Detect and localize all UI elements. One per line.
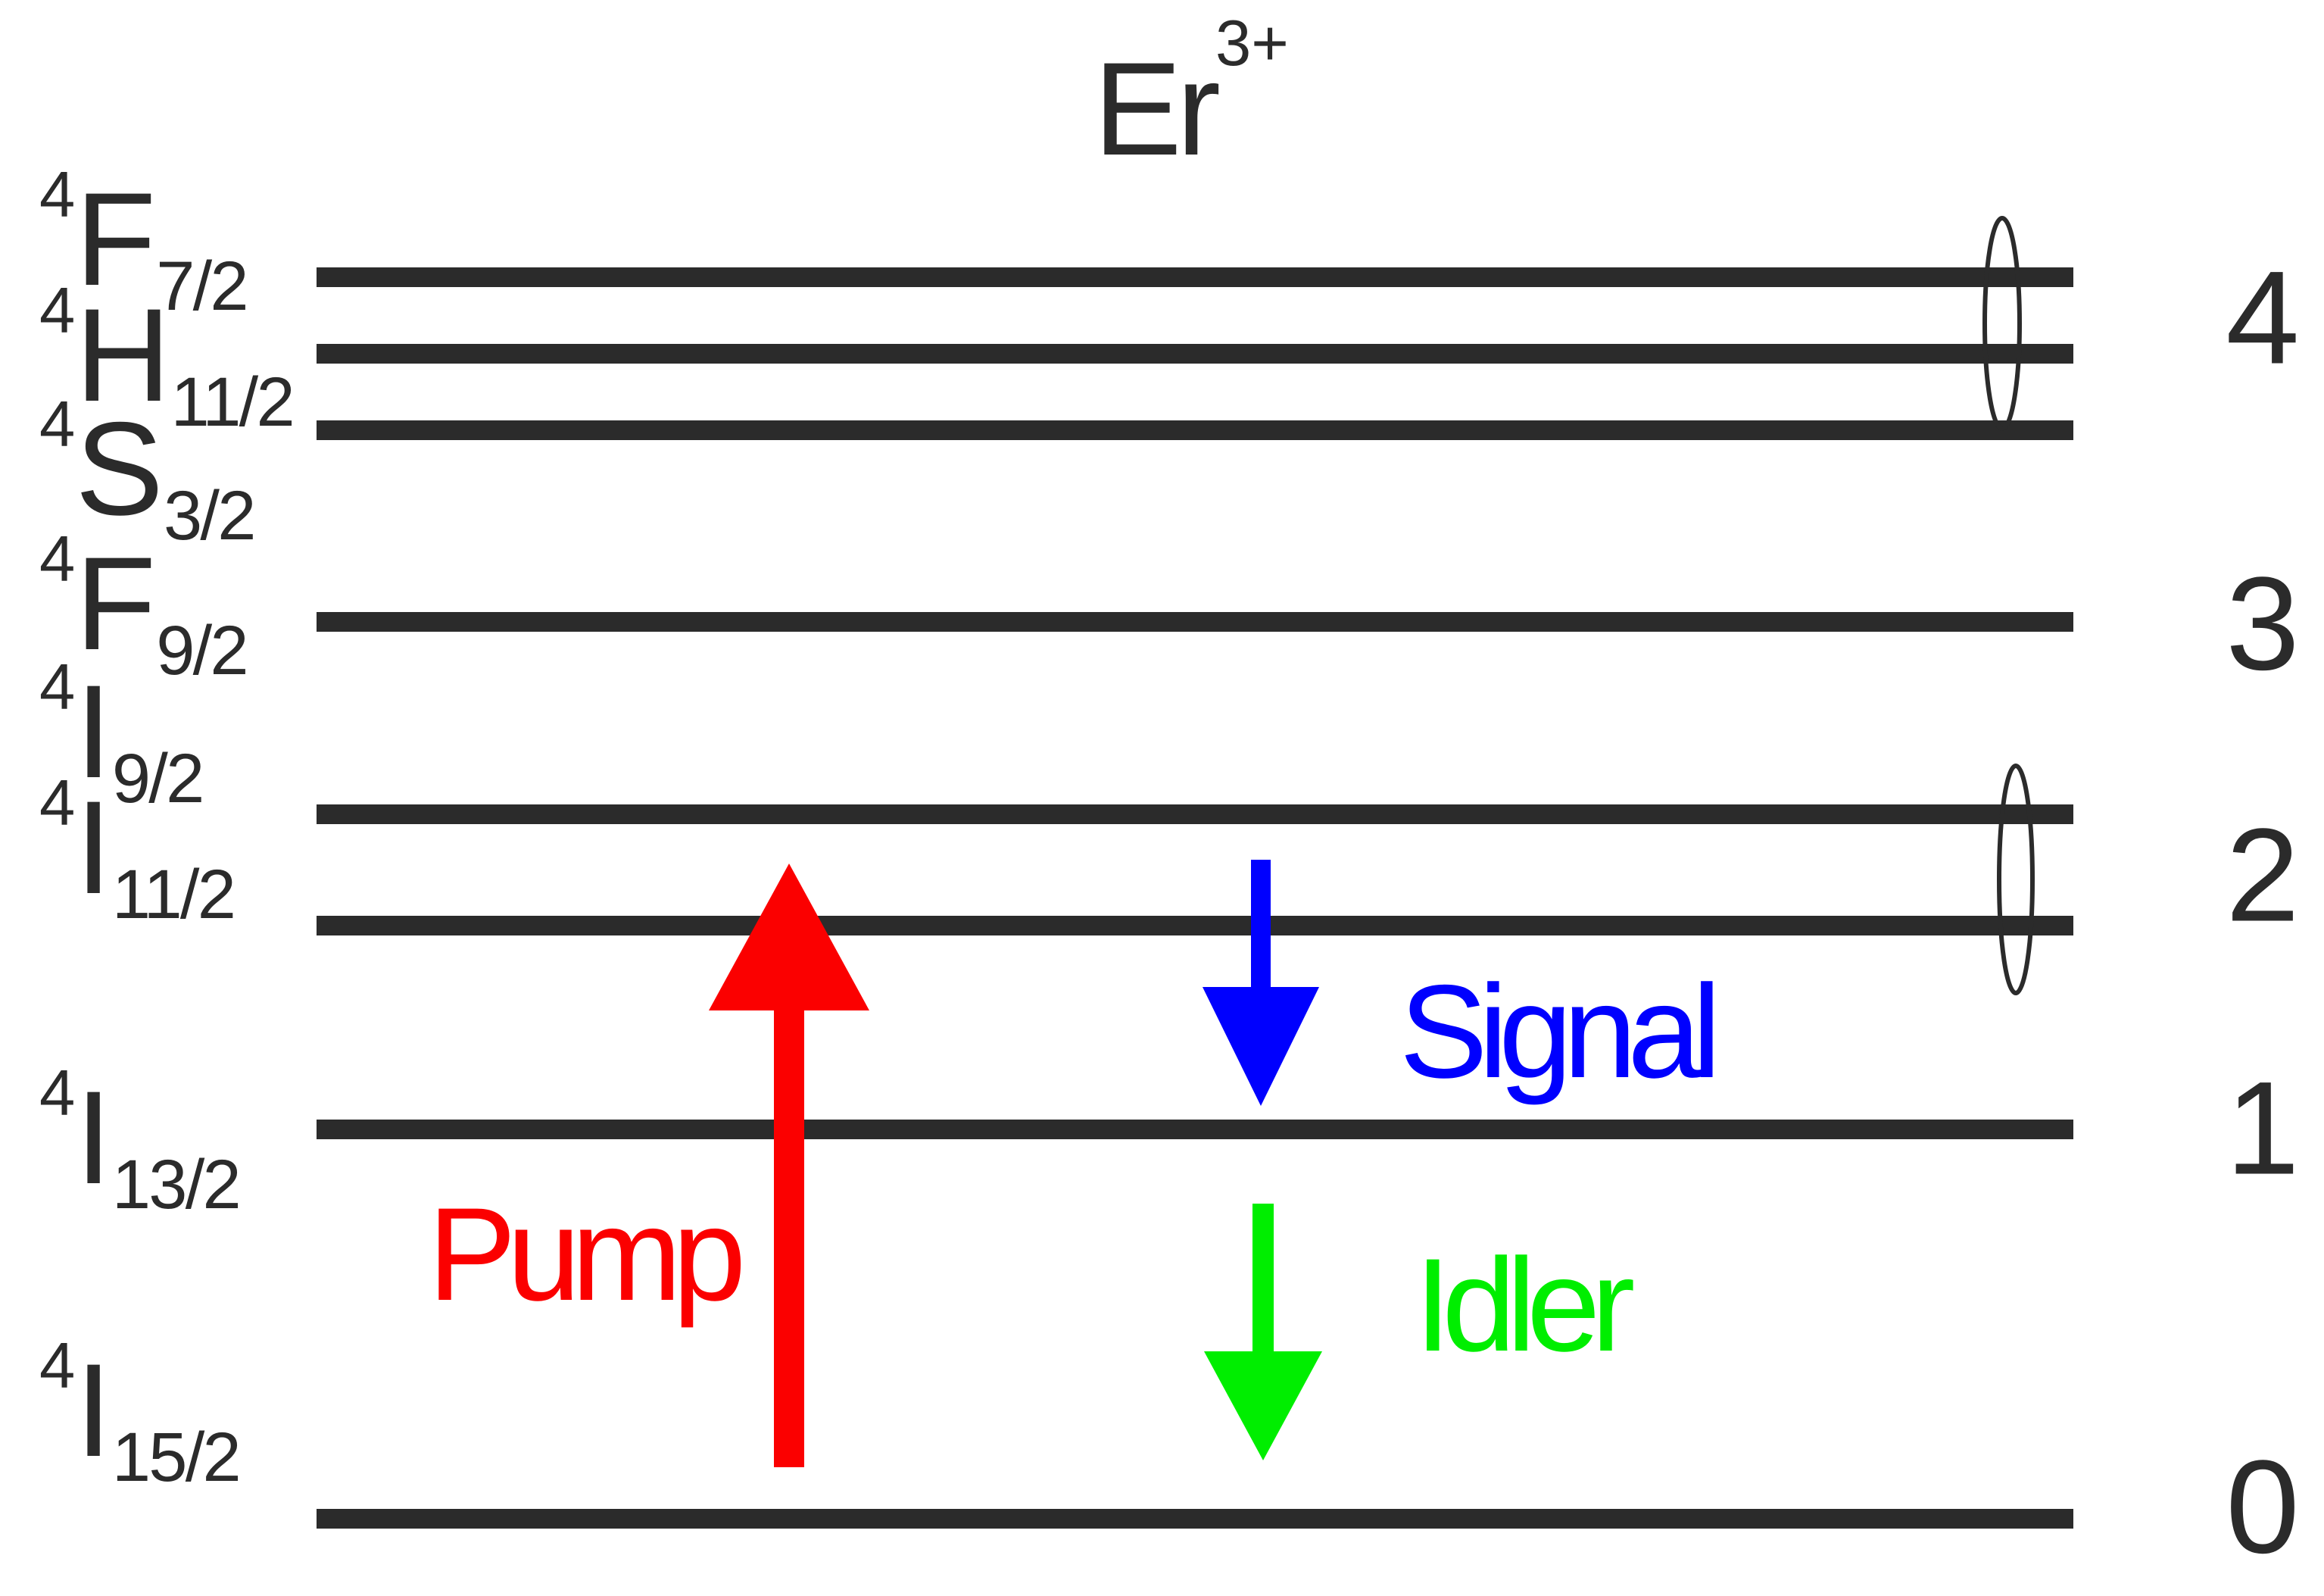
term-superscript: 4 bbox=[39, 275, 76, 347]
level-line-4S3-2 bbox=[317, 420, 2073, 440]
term-subscript: 13/2 bbox=[111, 1146, 242, 1223]
signal-arrow-down bbox=[1203, 860, 1319, 1106]
term-subscript: 11/2 bbox=[111, 856, 236, 933]
group-ellipse-middle bbox=[1997, 764, 2035, 995]
term-letter: I bbox=[75, 658, 112, 806]
ion-title: Er3+ bbox=[1093, 11, 1289, 176]
idler-arrow-down bbox=[1204, 1204, 1322, 1460]
manifold-number-0: 0 bbox=[2226, 1433, 2300, 1582]
term-letter: F bbox=[75, 530, 157, 678]
term-letter: S bbox=[75, 395, 164, 543]
term-subscript: 15/2 bbox=[111, 1419, 242, 1496]
term-subscript: 11/2 bbox=[170, 364, 295, 441]
term-superscript: 4 bbox=[39, 1057, 76, 1129]
level-line-4I15-2 bbox=[317, 1509, 2073, 1529]
level-line-4H11-2 bbox=[317, 344, 2073, 364]
term-subscript: 9/2 bbox=[156, 612, 248, 689]
term-subscript: 7/2 bbox=[156, 248, 248, 325]
level-line-4I9-2 bbox=[317, 804, 2073, 824]
term-subscript: 9/2 bbox=[111, 740, 204, 817]
manifold-number-4: 4 bbox=[2226, 244, 2300, 392]
pump-arrow-up bbox=[709, 864, 869, 1467]
term-superscript: 4 bbox=[39, 159, 76, 231]
term-superscript: 4 bbox=[39, 651, 76, 723]
term-letter: I bbox=[75, 1337, 112, 1485]
level-line-4I13-2 bbox=[317, 1120, 2073, 1139]
term-letter: F bbox=[75, 166, 157, 314]
term-superscript: 4 bbox=[39, 389, 76, 461]
manifold-number-2: 2 bbox=[2226, 801, 2300, 950]
term-subscript: 3/2 bbox=[164, 477, 256, 554]
term-superscript: 4 bbox=[39, 523, 76, 595]
signal-label: Signal bbox=[1399, 958, 1721, 1106]
pump-label: Pump bbox=[428, 1181, 746, 1329]
ion-symbol: Er bbox=[1093, 36, 1221, 183]
manifold-number-3: 3 bbox=[2226, 550, 2300, 698]
level-line-4F7-2 bbox=[317, 267, 2073, 287]
level-line-4I11-2 bbox=[317, 916, 2073, 935]
term-letter: H bbox=[75, 282, 171, 429]
idler-label: Idler bbox=[1415, 1232, 1635, 1379]
term-superscript: 4 bbox=[39, 767, 76, 839]
group-ellipse-upper bbox=[1982, 216, 2022, 431]
manifold-number-1: 1 bbox=[2226, 1054, 2300, 1203]
term-letter: I bbox=[75, 774, 112, 922]
ion-charge-superscript: 3+ bbox=[1215, 8, 1289, 80]
term-superscript: 4 bbox=[39, 1330, 76, 1402]
term-letter: I bbox=[75, 1064, 112, 1212]
level-line-4F9-2 bbox=[317, 612, 2073, 632]
